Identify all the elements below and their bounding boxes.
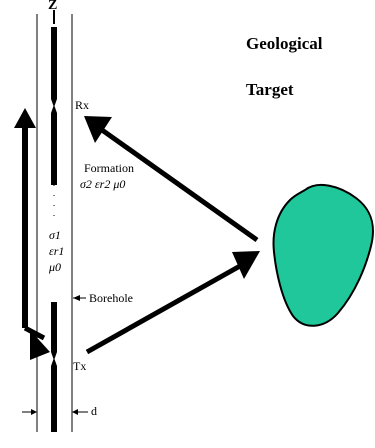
receiver-label: Rx	[75, 98, 90, 112]
diameter-label: d	[91, 404, 97, 418]
transmitted-wave-shaft	[85, 263, 242, 355]
target-title-line2: Target	[246, 80, 294, 99]
direct-wave-base	[23, 325, 46, 341]
borehole-property-permeability: μ0	[49, 260, 62, 274]
receiver-antenna-lower	[51, 113, 57, 185]
geological-target-shape	[272, 183, 375, 327]
borehole-property-permittivity: εr1	[49, 244, 65, 258]
formation-label: Formation	[84, 161, 134, 175]
transmitter-feed-gap	[51, 352, 57, 366]
borehole-property-conductivity: σ1	[49, 228, 61, 242]
transmitter-arrowhead	[30, 330, 50, 360]
direct-wave-arrowhead	[14, 108, 36, 128]
transmitter-antenna-upper	[51, 302, 57, 352]
receiver-antenna-upper	[51, 27, 57, 99]
transmitted-wave-arrowhead	[232, 251, 260, 279]
formation-properties: σ2 εr2 μ0	[80, 177, 126, 191]
target-title-line1: Geological	[246, 34, 323, 53]
reflected-wave-arrowhead	[84, 116, 112, 143]
receiver-feed-gap	[51, 99, 57, 113]
borehole-pointer-arrowhead	[73, 295, 80, 301]
transmitter-antenna-lower	[51, 366, 57, 432]
diameter-left-arrowhead	[31, 409, 37, 415]
borehole-label: Borehole	[89, 291, 133, 305]
reflected-wave-shaft	[100, 127, 259, 243]
transmitter-label: Tx	[73, 359, 87, 373]
axis-z-label: Z	[48, 0, 58, 13]
diameter-right-arrowhead	[72, 409, 78, 415]
